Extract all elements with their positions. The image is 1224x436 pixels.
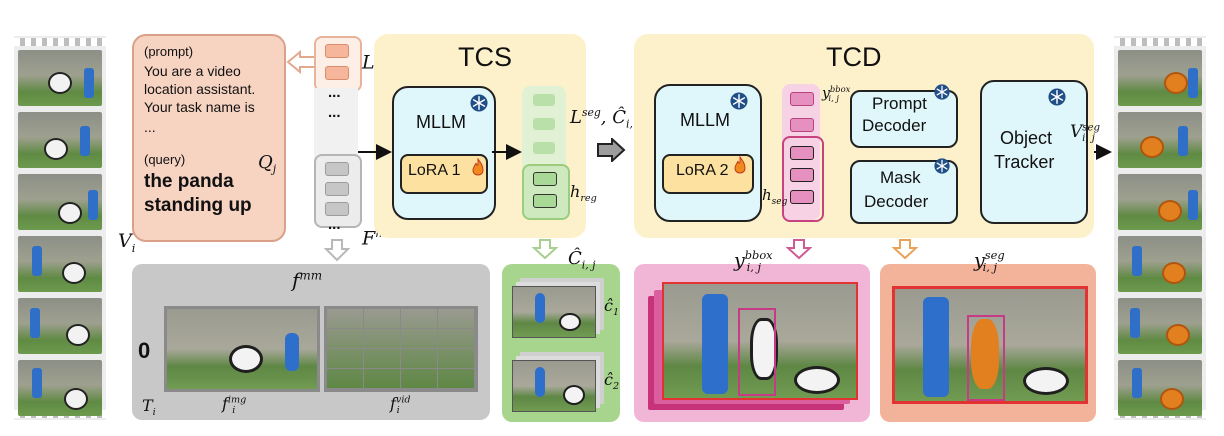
reg-token [325,44,349,58]
tcs-title: TCS [458,42,512,72]
output-video-filmstrip [1114,36,1206,420]
tcd-lora-box [662,154,754,194]
symbol-t-i: Ti [142,396,156,419]
mm-token [325,202,349,216]
token-ellipsis: ... [328,104,341,121]
prompt-decoder-line-2: Decoder [862,116,927,135]
h-reg-token [533,194,557,208]
arrow-right-icon [597,138,626,162]
video-feature-grid [324,306,478,392]
arrow-down-icon [324,239,350,262]
reg-token [325,66,349,80]
segmentation-frame [892,286,1088,404]
symbol-c-hat: Ĉi, j [568,248,596,272]
snowflake-icon [730,92,748,110]
token-ellipsis: ... [328,216,341,233]
symbol-y-bbox-small: ybboxi, j [822,84,851,104]
prompt-decoder-line-1: Prompt [872,94,927,113]
symbol-h-reg: hreg [570,182,597,205]
tcd-title: TCD [826,42,882,72]
snowflake-icon [1048,88,1066,106]
object-tracker-line-2: Tracker [994,152,1055,172]
prompt-decoder-box [850,90,958,148]
seg-token [533,118,555,130]
prompt-line-2: location assistant. [144,81,256,97]
symbol-c1: ĉ1 [604,296,620,319]
flame-icon [472,158,484,176]
seg-token [790,190,814,204]
clip-c2 [512,360,596,412]
tcs-mllm-label: MLLM [416,112,467,132]
bbox-token [790,118,814,132]
prompt-line-3: Your task name is [144,99,255,115]
object-tracker-box [980,80,1088,224]
mask-decoder-line-1: Mask [880,168,921,187]
query-line-2: standing up [144,195,252,216]
symbol-v-i: Vi [118,230,136,255]
input-video-filmstrip [14,36,106,420]
timestamp-zero: 0 [138,338,151,363]
prompt-line-1: You are a video [144,63,241,79]
symbol-f-vid: fvidi [390,394,411,417]
symbol-h-seg: hseg [762,186,788,207]
h-reg-token [533,172,557,186]
tcs-lora-box [400,154,488,194]
h-seg-group [782,136,824,222]
seg-token [790,168,814,182]
query-tag: (query) [144,152,186,167]
arrow-down-icon [786,239,812,260]
prompt-query-box: (prompt) You are a video location assist… [132,34,286,242]
symbol-y-seg: ysegi, j [974,248,1005,275]
mm-token [325,162,349,176]
bbox-frame [662,282,858,400]
tcd-mllm-label: MLLM [680,110,731,130]
symbol-f-mm-lower: fmm [292,268,323,292]
mm-token [325,182,349,196]
flame-icon [734,156,746,174]
clip-c1 [512,286,596,338]
seg-token [790,146,814,160]
symbol-c2: ĉ2 [604,370,620,393]
snowflake-icon [470,94,488,112]
symbol-f-img: fimgi [222,394,247,417]
token-ellipsis: ... [328,84,341,101]
tcs-lora-label: LoRA 1 [408,162,461,179]
symbol-y-bbox: ybboxi, j [734,248,773,275]
symbol-v-seg: Vsegi, j [1070,122,1101,145]
bbox-token [790,92,814,106]
arrow-down-icon [532,239,558,260]
prompt-line-4: ... [144,119,156,135]
snowflake-icon [934,84,950,100]
prompt-tag: (prompt) [144,44,194,59]
arrow-down-icon [892,239,918,260]
seg-token [533,142,555,154]
symbol-q-j: Qj [258,152,277,176]
image-feature-frame [164,306,320,392]
object-tracker-line-1: Object [1000,128,1053,148]
snowflake-icon [934,158,950,174]
seg-token [533,94,555,106]
query-line-1: the panda [144,171,234,192]
tcd-lora-label: LoRA 2 [676,162,729,179]
mask-decoder-line-2: Decoder [864,192,929,211]
